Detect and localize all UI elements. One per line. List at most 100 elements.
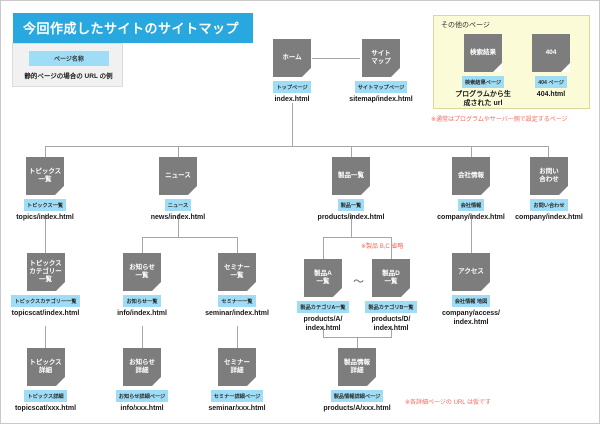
page-icon: 製品一覧: [332, 157, 370, 195]
node-404: 404 404 ページ 404.html: [528, 34, 574, 100]
connector-topicscat-down: [45, 326, 46, 348]
node-product-d[interactable]: 製品D 一覧 製品カテゴリB一覧 products/D/ index.html: [361, 259, 421, 334]
node-url: products/A/xxx.html: [323, 405, 391, 412]
node-badge: 会社情報 地図: [451, 295, 491, 307]
node-badge: セミナー一覧: [218, 295, 256, 307]
node-url: company/access/ index.html: [442, 310, 500, 326]
node-badge: サイトマップページ: [354, 81, 408, 93]
node-topics-detail[interactable]: トピックス 詳細 トピックス詳細 topicscat/xxx.html: [8, 348, 83, 414]
node-access[interactable]: アクセス 会社情報 地図 company/access/ index.html: [435, 253, 507, 328]
node-name: アクセス: [458, 267, 484, 275]
node-name: ホーム: [282, 53, 302, 61]
node-badge: トピックスカテゴリー一覧: [11, 295, 80, 307]
node-name: 検索結果: [470, 48, 496, 56]
node-url: products/A/ index.html: [303, 316, 343, 332]
node-badge: 製品カテゴリA一覧: [297, 301, 349, 313]
page-icon: トピックス カテゴリー 一覧: [26, 253, 65, 291]
node-name: 会社情報: [458, 171, 484, 179]
node-product-a[interactable]: 製品A 一覧 製品カテゴリA一覧 products/A/ index.html: [293, 259, 353, 334]
connector-seminar-down: [237, 326, 238, 348]
other-pages-note: ※通常はプログラムやサーバー側で設定するページ: [431, 117, 568, 123]
node-url: sitemap/index.html: [349, 96, 413, 103]
node-name: 製品D 一覧: [382, 269, 400, 285]
connector-info-down: [142, 326, 143, 348]
node-url: company/index.html: [437, 214, 505, 221]
legend-badge-sample: ページ名称: [29, 51, 109, 66]
node-badge: ニュース: [164, 199, 192, 211]
node-products[interactable]: 製品一覧 製品一覧 products/index.html: [311, 157, 391, 223]
page-icon: トピックス 一覧: [26, 157, 64, 195]
page-icon: アクセス: [452, 253, 490, 291]
node-url: seminar/index.html: [205, 310, 269, 317]
node-badge: お知らせ一覧: [123, 295, 161, 307]
connector-drop-company: [471, 146, 472, 157]
connector-main-bus: [45, 146, 548, 147]
connector-news-down: [178, 214, 179, 237]
node-badge: 製品情報詳細ページ: [330, 390, 384, 402]
page-icon: 会社情報: [452, 157, 490, 195]
node-info-detail[interactable]: お知らせ 詳細 お知らせ詳細ページ info/xxx.html: [105, 348, 179, 414]
page-icon: お知らせ 一覧: [123, 253, 161, 291]
connector-drop-news: [178, 146, 179, 157]
node-badge: 検索結果ページ: [461, 76, 505, 88]
page-title: 今回作成したサイトのサイトマップ: [13, 13, 254, 43]
node-url: index.html: [274, 96, 310, 103]
node-sitemap[interactable]: サイト マップ サイトマップページ sitemap/index.html: [341, 39, 421, 105]
node-url: topics/index.html: [16, 214, 74, 221]
page-icon: ホーム: [273, 39, 311, 77]
page-icon: 404: [532, 34, 570, 72]
page-icon: 検索結果: [464, 34, 502, 72]
legend-box: ページ名称 静的ページの場合の URL の例: [12, 43, 123, 87]
node-name: トピックス カテゴリー 一覧: [29, 259, 62, 284]
node-name: トピックス 詳細: [29, 358, 62, 374]
node-name: 製品情報 詳細: [344, 358, 370, 374]
node-url: products/index.html: [317, 214, 385, 221]
connector-drop-topics: [45, 146, 46, 157]
page-icon: お知らせ 詳細: [123, 348, 161, 386]
connector-productA-down: [323, 326, 324, 337]
node-url: topicscat/xxx.html: [14, 405, 77, 412]
node-url: seminar/xxx.html: [208, 405, 266, 412]
connector-news-bus: [142, 237, 237, 238]
connector-drop-products: [351, 146, 352, 157]
node-topics[interactable]: トピックス 一覧 トピックス一覧 topics/index.html: [10, 157, 80, 223]
page-icon: 製品D 一覧: [372, 259, 410, 297]
node-home[interactable]: ホーム トップページ index.html: [262, 39, 322, 105]
other-pages-panel: その他のページ 検索結果 検索結果ページ プログラムから生成された url 40…: [433, 15, 590, 109]
node-badge: 404 ページ: [535, 76, 567, 88]
node-url: info/xxx.html: [120, 405, 164, 412]
page-icon: ニュース: [159, 157, 197, 195]
connector-products-down: [351, 214, 352, 237]
node-seminar-detail[interactable]: セミナー 詳細 セミナー詳細ページ seminar/xxx.html: [198, 348, 276, 414]
node-name: トピックス 一覧: [28, 167, 62, 183]
node-badge: トップページ: [273, 81, 311, 93]
node-seminar[interactable]: セミナー 一覧 セミナー一覧 seminar/index.html: [197, 253, 277, 319]
node-news[interactable]: ニュース ニュース news/index.html: [143, 157, 213, 223]
node-name: 製品A 一覧: [314, 269, 332, 285]
node-name: 404: [545, 48, 557, 56]
node-name: サイト マップ: [371, 49, 391, 65]
node-name: セミナー 詳細: [224, 358, 250, 374]
node-contact[interactable]: お問い 合わせ お問い合わせ company/index.html: [511, 157, 587, 223]
node-product-detail[interactable]: 製品情報 詳細 製品情報詳細ページ products/A/xxx.html: [316, 348, 398, 414]
connector-drop-productA: [323, 237, 324, 259]
node-badge: お問い合わせ: [530, 199, 568, 211]
node-badge: セミナー詳細ページ: [210, 390, 264, 402]
node-url: products/D/ index.html: [371, 316, 411, 332]
node-badge: 製品一覧: [337, 199, 365, 211]
node-badge: 会社情報: [457, 199, 485, 211]
node-url: 404.html: [536, 91, 566, 98]
node-info[interactable]: お知らせ 一覧 お知らせ一覧 info/index.html: [107, 253, 177, 319]
node-topicscat[interactable]: トピックス カテゴリー 一覧 トピックスカテゴリー一覧 topicscat/in…: [3, 253, 88, 319]
connector-productdet-down: [357, 337, 358, 348]
node-badge: トピックス一覧: [23, 199, 67, 211]
page-icon: トピックス 詳細: [26, 348, 65, 386]
node-company[interactable]: 会社情報 会社情報 company/index.html: [433, 157, 509, 223]
connector-home-down: [292, 103, 293, 146]
connector-drop-seminar: [237, 237, 238, 253]
node-name: セミナー 一覧: [224, 263, 250, 279]
node-search-result: 検索結果 検索結果ページ プログラムから生成された url: [452, 34, 514, 109]
node-badge: トピックス詳細: [24, 390, 67, 402]
node-name: 製品一覧: [338, 171, 364, 179]
